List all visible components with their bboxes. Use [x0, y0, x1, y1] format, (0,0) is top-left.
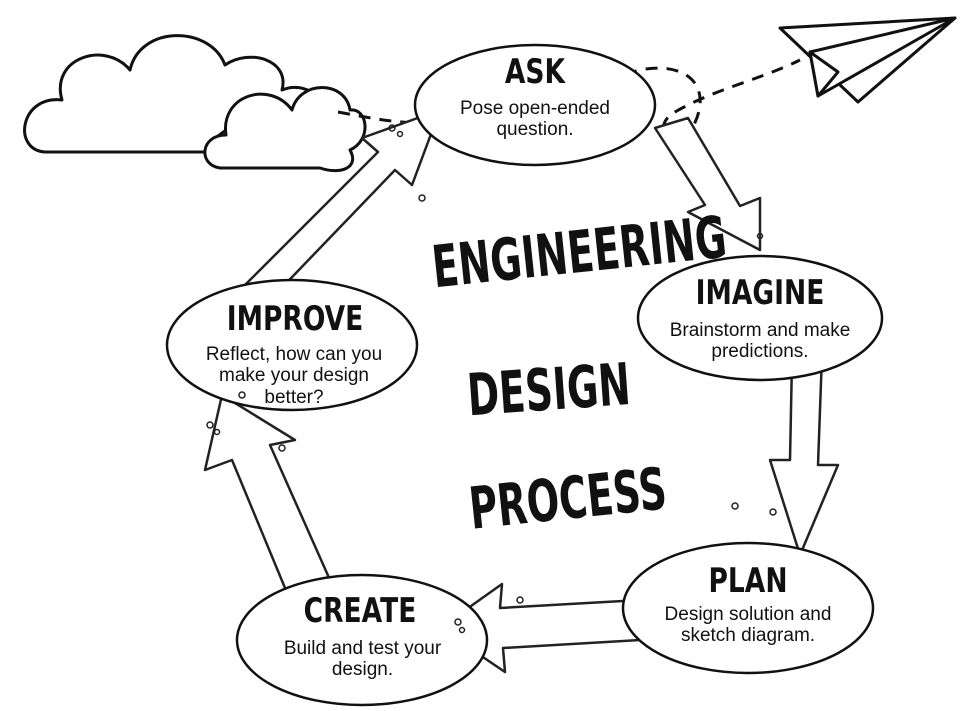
step-title-plan: PLAN	[708, 561, 788, 601]
step-title-improve: IMPROVE	[226, 299, 364, 339]
step-title-imagine: IMAGINE	[695, 273, 825, 313]
arrow-create-to-improve	[203, 393, 332, 602]
step-desc-improve: Reflect, how can you make your design be…	[205, 344, 383, 408]
ellipse-ask	[413, 43, 657, 167]
step-ellipses	[165, 43, 884, 707]
step-desc-ask: Pose open-ended question.	[459, 98, 610, 141]
arrow-ask-to-imagine	[653, 116, 762, 252]
cloud-icon	[23, 34, 367, 173]
step-desc-plan: Design solution and sketch diagram.	[664, 604, 832, 647]
step-desc-imagine: Brainstorm and make predictions.	[669, 320, 851, 363]
ellipse-plan	[621, 541, 875, 675]
ellipse-imagine	[636, 254, 884, 382]
paper-airplane-icon	[778, 16, 957, 104]
arrow-imagine-to-plan	[768, 353, 840, 557]
step-title-create: CREATE	[303, 591, 417, 631]
ellipse-improve	[165, 278, 419, 412]
center-title-line-2: DESIGN	[465, 350, 633, 430]
sketch-bubbles	[206, 124, 777, 634]
center-title-line-3: PROCESS	[465, 454, 670, 543]
step-title-ask: ASK	[504, 52, 566, 92]
ellipse-create	[235, 573, 489, 707]
arrow-improve-to-ask	[243, 108, 442, 302]
step-desc-create: Build and test your design.	[283, 638, 442, 681]
